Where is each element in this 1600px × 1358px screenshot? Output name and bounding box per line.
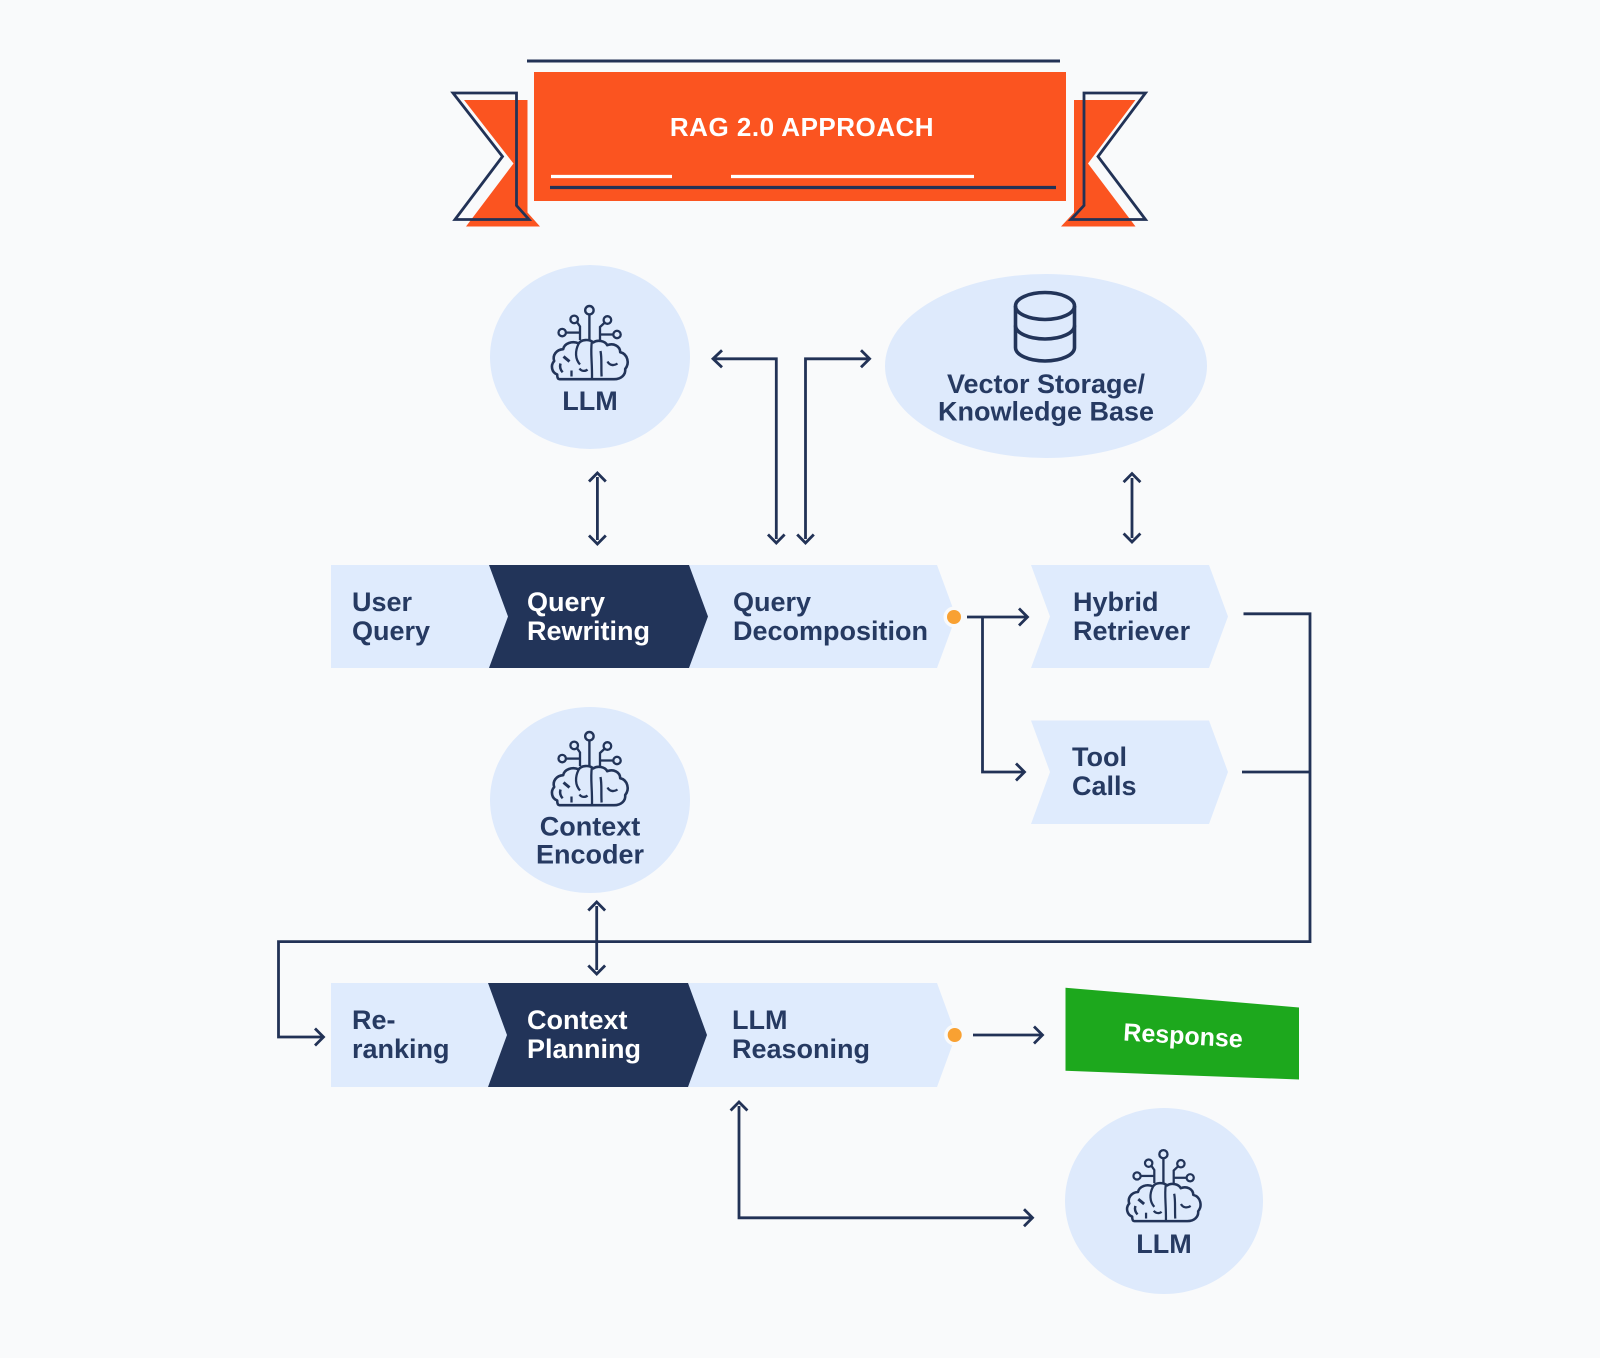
svg-text:Re-: Re- [352,1005,396,1035]
svg-text:Decomposition: Decomposition [733,616,928,646]
svg-text:Query: Query [352,616,430,646]
svg-text:Context: Context [527,1005,628,1035]
svg-text:User: User [352,587,413,617]
svg-text:Rewriting: Rewriting [527,616,650,646]
svg-text:Vector Storage/: Vector Storage/ [947,369,1146,399]
svg-text:Tool: Tool [1072,742,1127,772]
svg-text:Context: Context [540,812,641,842]
svg-text:Query: Query [527,587,605,617]
svg-text:LLM: LLM [1136,1229,1191,1259]
svg-text:Reasoning: Reasoning [732,1034,870,1064]
svg-text:Calls: Calls [1072,771,1137,801]
svg-text:Hybrid: Hybrid [1073,587,1159,617]
svg-text:Planning: Planning [527,1034,641,1064]
svg-text:Query: Query [733,587,811,617]
svg-text:Retriever: Retriever [1073,616,1191,646]
svg-text:ranking: ranking [352,1034,450,1064]
svg-text:RAG 2.0 APPROACH: RAG 2.0 APPROACH [670,112,934,142]
svg-text:LLM: LLM [562,386,617,416]
svg-text:Encoder: Encoder [536,840,645,870]
svg-text:Knowledge Base: Knowledge Base [938,397,1154,427]
svg-text:LLM: LLM [732,1005,787,1035]
